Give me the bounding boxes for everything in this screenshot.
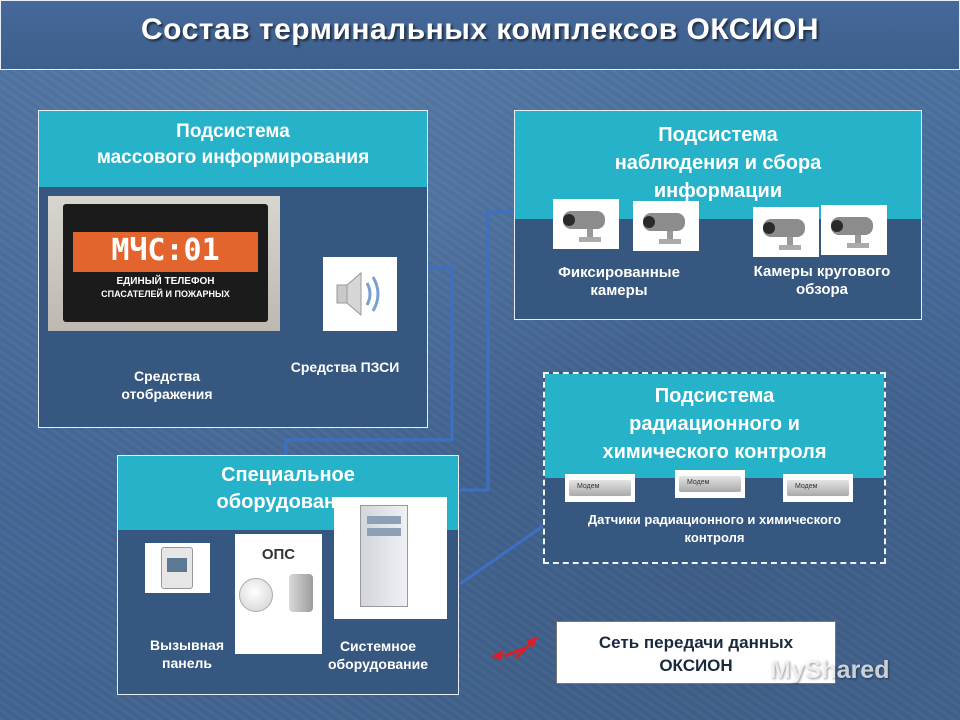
header-line: Специальное: [221, 464, 355, 486]
system-unit-image: [334, 497, 447, 619]
call-panel-device: [161, 547, 193, 589]
call-panel-image: [145, 543, 210, 593]
ops-label: ОПС: [261, 546, 296, 563]
title-bar: Состав терминальных комплексов ОКСИОН: [0, 0, 960, 70]
panel-mass-informing: Подсистема массового информирования МЧС:…: [38, 110, 428, 428]
sensor-image: Модем: [783, 474, 853, 502]
connector-observation-to-special: [460, 210, 515, 492]
call-panel-screen: [167, 558, 187, 572]
label-line: Фиксированные: [558, 264, 680, 281]
system-unit-bay: [367, 528, 401, 536]
panel-header: Подсистема радиационного и химического к…: [545, 374, 884, 478]
sensor-image: Модем: [565, 474, 635, 502]
panel-observation: Подсистема наблюдения и сбора информации…: [514, 110, 922, 320]
camera-icon: [831, 217, 873, 248]
header-line: Подсистема: [654, 385, 775, 407]
fixed-cameras-label: Фиксированные камеры: [539, 264, 699, 300]
panel-special-equipment: Специальное оборудование ОПС Вызывная па…: [117, 455, 459, 695]
pzsi-label: Средства ПЗСИ: [290, 359, 400, 375]
label-line: панель: [162, 655, 212, 671]
speaker-icon: [336, 271, 380, 317]
network-label: Сеть передачи данных ОКСИОН: [557, 631, 835, 677]
label-line: Сеть передачи данных: [598, 633, 794, 652]
panel-header: Подсистема массового информирования: [39, 111, 427, 187]
header-line: оборудование: [216, 491, 360, 513]
circular-camera-image: [753, 207, 819, 257]
header-line: химического контроля: [602, 441, 827, 463]
label-line: Системное: [339, 638, 417, 654]
label-line: Средства: [133, 368, 200, 384]
label-line: отображения: [121, 386, 213, 402]
call-panel-label: Вызывная панель: [132, 636, 242, 672]
camera-icon: [643, 213, 685, 244]
camera-icon: [763, 219, 805, 250]
fixed-camera-image: [633, 201, 699, 251]
header-line: Подсистема: [658, 124, 778, 146]
sensor-body: [787, 480, 849, 496]
page-title: Состав терминальных комплексов ОКСИОН: [140, 13, 820, 46]
header-line: массового информирования: [96, 147, 370, 168]
label-line: ОКСИОН: [659, 656, 733, 675]
sensors-label: Датчики радиационного и химического конт…: [549, 511, 880, 547]
tv-screen: МЧС:01 ЕДИНЫЙ ТЕЛЕФОН СПАСАТЕЛЕЙ И ПОЖАР…: [63, 204, 268, 322]
panel-radiation: Подсистема радиационного и химического к…: [543, 372, 886, 564]
sensor-brand: Модем: [687, 479, 710, 486]
sensor-body: [569, 480, 631, 496]
network-box: Сеть передачи данных ОКСИОН: [556, 621, 836, 684]
siren-icon: [289, 574, 313, 612]
camera-icon: [563, 211, 605, 242]
sensor-brand: Модем: [795, 483, 818, 490]
label-line: камеры: [590, 282, 648, 299]
system-unit-bay: [367, 516, 401, 524]
lightning-bolt-icon: [491, 636, 538, 661]
smoke-detector-icon: [239, 578, 273, 612]
sensor-body: [679, 476, 741, 492]
header-line: информации: [653, 180, 783, 202]
tv-line: ЕДИНЫЙ ТЕЛЕФОН: [116, 276, 215, 287]
ops-image: ОПС: [235, 534, 322, 654]
connector-special-to-radiation: [459, 524, 544, 586]
fixed-camera-image: [553, 199, 619, 249]
label-line: Вызывная: [150, 637, 224, 653]
label-line: Камеры кругового: [753, 263, 891, 280]
system-equipment-label: Системное оборудование: [308, 637, 448, 673]
sensor-image: Модем: [675, 470, 745, 498]
header-line: Подсистема: [176, 121, 290, 142]
label-line: контроля: [684, 530, 745, 545]
speaker-image: [323, 257, 397, 331]
system-unit-tower: [360, 505, 408, 607]
tv-banner: МЧС:01: [73, 232, 258, 272]
tv-display-image: МЧС:01 ЕДИНЫЙ ТЕЛЕФОН СПАСАТЕЛЕЙ И ПОЖАР…: [48, 196, 280, 331]
tv-title: МЧС:01: [111, 233, 220, 268]
label-line: Датчики радиационного и химического: [587, 512, 842, 527]
connector-mass-to-special: [284, 266, 454, 456]
sensor-brand: Модем: [577, 483, 600, 490]
label-line: оборудование: [327, 656, 429, 672]
watermark: MyShared: [770, 656, 890, 684]
circular-camera-image: [821, 205, 887, 255]
tv-line: СПАСАТЕЛЕЙ И ПОЖАРНЫХ: [101, 289, 230, 299]
header-line: наблюдения и сбора: [614, 152, 822, 174]
label-line: обзора: [796, 281, 848, 298]
display-means-label: Средства отображения: [97, 367, 237, 403]
circular-cameras-label: Камеры кругового обзора: [729, 263, 915, 299]
header-line: радиационного и: [629, 413, 800, 435]
